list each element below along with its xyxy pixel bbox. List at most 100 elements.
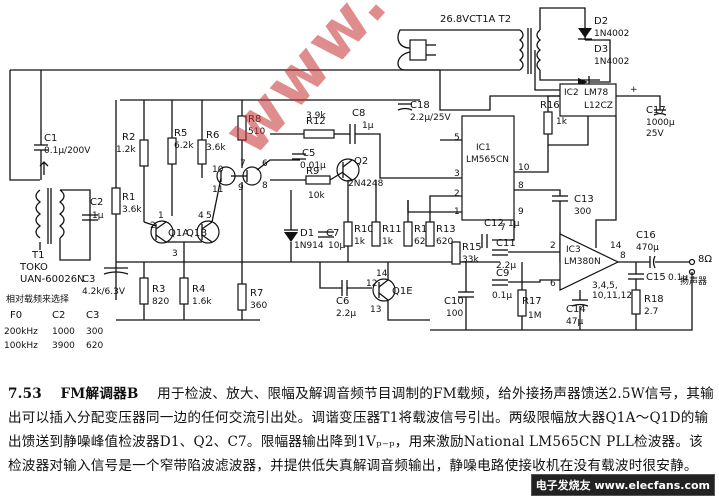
table-cell: 620 <box>86 341 103 351</box>
r8-label: R8 <box>248 114 261 125</box>
mains-plug-icon <box>409 39 427 61</box>
q1a-pin3: 3 <box>172 249 178 259</box>
resistor-r2: R2 1.2k <box>116 100 149 222</box>
diode-d2-icon <box>578 28 592 38</box>
frequency-table: 相对载频来选择 F0 C2 C3 200kHz 1000 300 100kHz … <box>4 293 103 351</box>
ic2-part2: L12CZ <box>584 101 613 111</box>
resistor-r7: R7 360 <box>237 182 267 320</box>
transistor-q1b: Q1B 4 5 <box>186 211 220 244</box>
c10-val: 100 <box>446 309 463 319</box>
c2-val: 1μ <box>92 211 104 221</box>
transformer-t2-primary <box>518 29 524 71</box>
c8-val: 1μ <box>362 121 374 131</box>
transistor-q1c: 10 11 <box>212 165 236 195</box>
t1-part: UAN-60026N <box>20 274 85 285</box>
r6-label: R6 <box>206 130 219 141</box>
q1e-pin14: 14 <box>376 269 388 279</box>
r9-label: R9 <box>306 166 319 177</box>
c7-val: 10μ <box>328 241 345 251</box>
q1c-pin10: 10 <box>212 165 224 175</box>
capacitor-c14: C14 47μ <box>566 290 589 330</box>
r6-val: 3.6k <box>206 143 226 153</box>
resistor-r11: R11 1k <box>371 180 402 247</box>
c18-val: 2.2μ/25V <box>410 113 452 123</box>
c12-val: 1μ <box>508 219 520 229</box>
r18-val: 2.7 <box>644 307 658 317</box>
ic1-pin9: 9 <box>518 207 524 217</box>
c6-label: C6 <box>336 296 349 307</box>
d2-label: D2 <box>594 16 608 27</box>
capacitor-c16: C16 470μ <box>636 230 659 269</box>
figure-title: FM解调器B <box>60 386 139 402</box>
resistor-r18: R18 2.7 <box>631 279 664 330</box>
site-logo: 电子发烧友 www.elecfans.com <box>530 474 715 496</box>
r11-val: 1k <box>382 237 394 247</box>
ic1-part: LM565CN <box>466 155 509 165</box>
t1-label: T1 <box>31 250 44 261</box>
r2-val: 1.2k <box>116 145 136 155</box>
table-header-f0: F0 <box>10 310 22 321</box>
transformer-t2-secondary <box>536 29 542 71</box>
r13-val: 620 <box>436 237 453 247</box>
r15-label: R15 <box>462 242 482 253</box>
q1b-label: Q1B <box>186 228 207 239</box>
c3-val: 4.2k/6.3V <box>82 287 126 297</box>
c10-label: C10 <box>444 296 464 307</box>
resistor-r5: R5 6.2k <box>167 100 194 216</box>
c9-val: 0.1μ <box>492 291 512 301</box>
resistor-r3: R3 820 <box>139 262 169 320</box>
r10-val: 1k <box>354 237 366 247</box>
power-supply: 26.8VCT1A T2 D2 1N4002 D3 1N4002 IC2 LM7… <box>397 7 675 146</box>
ic3-pins2: 10,11,12 <box>592 291 632 301</box>
capacitor-c3: C3 4.2k/6.3V <box>82 267 129 297</box>
c14-val: 47μ <box>566 317 583 327</box>
r8-val: 510 <box>248 127 265 137</box>
circuit-schematic: 26.8VCT1A T2 D2 1N4002 D3 1N4002 IC2 LM7… <box>4 7 712 351</box>
r13-label: R13 <box>436 224 456 235</box>
ic1-pin10: 10 <box>518 163 530 173</box>
c17-val: 1000μ <box>646 118 675 128</box>
c15-label: C15 <box>646 272 666 283</box>
resistor-r9: R9 10k <box>270 166 344 201</box>
r3-val: 820 <box>152 297 169 307</box>
resistor-r8: R8 510 <box>237 100 265 168</box>
capacitor-c6: C6 2.2μ <box>336 280 356 319</box>
ic3-pin6: 6 <box>550 279 556 289</box>
ic1-pin7: 7 <box>500 223 506 233</box>
table-title: 相对载频来选择 <box>6 293 69 305</box>
ic3-audio-amplifier: IC3 LM380N 2 6 14 8 3,4,5, 10,11,12 <box>550 233 632 301</box>
q2-part: 2N4248 <box>348 179 384 189</box>
d3-part: 1N4002 <box>594 57 629 67</box>
q1a-label: Q1A <box>168 228 189 239</box>
r11-label: R11 <box>382 224 402 235</box>
r10-label: R10 <box>354 224 374 235</box>
c5-label: C5 <box>302 148 315 159</box>
c15-val: 0.1μ <box>668 273 688 283</box>
r14-val: 620 <box>414 237 431 247</box>
r1-val: 3.6k <box>122 205 142 215</box>
q1c-pin11: 11 <box>212 185 223 195</box>
resistor-r4: R4 1.6k <box>179 270 212 320</box>
table-cell: 3900 <box>52 341 75 351</box>
transistor-q1a: Q1A 2 1 3 <box>150 211 189 259</box>
q1d-pin9: 9 <box>238 183 244 193</box>
c13-val: 300 <box>574 207 591 217</box>
ic1-pin3: 3 <box>454 169 460 179</box>
r3-label: R3 <box>152 284 165 295</box>
figure-number: 7.53 <box>8 386 42 402</box>
q1a-pin2: 2 <box>150 221 156 231</box>
ic3-pin2: 2 <box>550 241 556 251</box>
ic1-label: IC1 <box>476 143 491 153</box>
r1-label: R1 <box>122 192 135 203</box>
table-cell: 300 <box>86 327 103 337</box>
capacitor-c18: C18 2.2μ/25V <box>397 100 452 123</box>
capacitor-c10: C10 100 <box>444 262 474 330</box>
r5-label: R5 <box>174 128 187 139</box>
q1b-pin5: 5 <box>206 211 212 221</box>
capacitor-c5: C5 0.01μ <box>292 148 326 171</box>
c8-label: C8 <box>352 108 365 119</box>
speaker-label: 扬声器 <box>680 275 707 287</box>
c14-label: C14 <box>566 304 586 315</box>
d2-part: 1N4002 <box>594 29 629 39</box>
